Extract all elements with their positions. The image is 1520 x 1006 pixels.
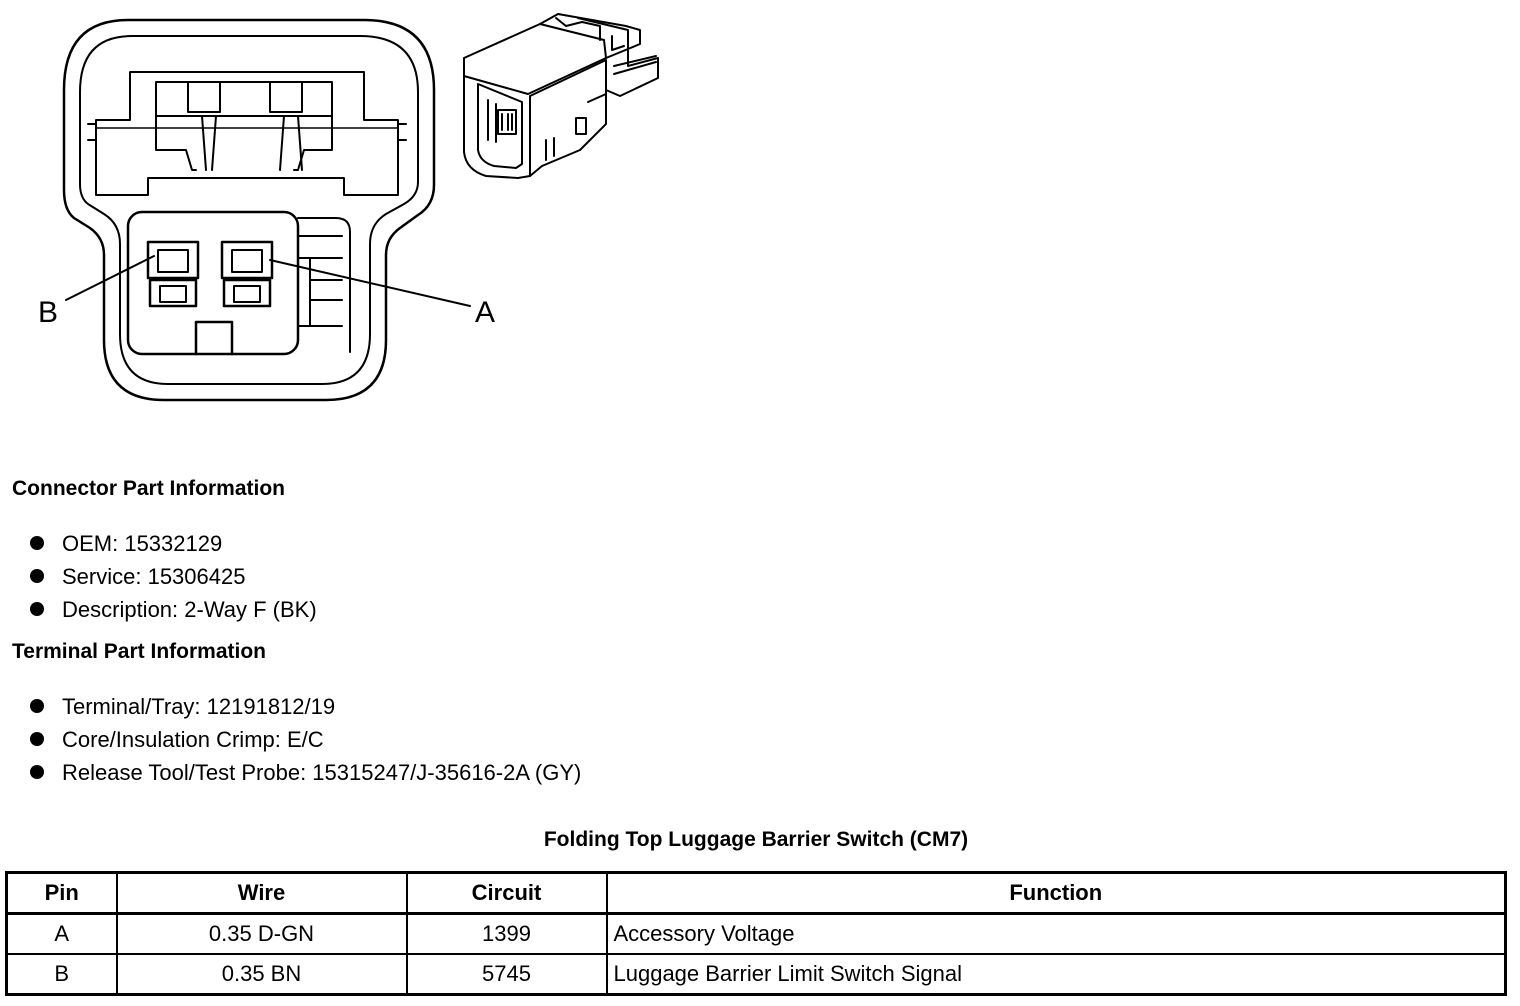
list-item: Release Tool/Test Probe: 15315247/J-3561…	[26, 756, 581, 789]
column-header-function: Function	[605, 871, 1507, 915]
column-header-wire: Wire	[115, 871, 408, 915]
list-item: Service: 15306425	[26, 560, 317, 593]
cell-function: Luggage Barrier Limit Switch Signal	[605, 953, 1507, 996]
leader-line-a	[269, 259, 471, 307]
list-item-text: Service: 15306425	[62, 564, 246, 589]
pin-label-b: B	[38, 296, 58, 329]
list-item-text: OEM: 15332129	[62, 531, 223, 556]
connector-face-diagram: B A	[38, 18, 495, 402]
bullet-icon	[30, 569, 44, 583]
cell-wire: 0.35 D-GN	[115, 912, 408, 955]
connector-isometric-diagram	[463, 13, 659, 179]
table-row: B 0.35 BN 5745 Luggage Barrier Limit Swi…	[5, 953, 1507, 996]
leader-line-b	[65, 255, 155, 301]
pin-table: Pin Wire Circuit Function A 0.35 D-GN 13…	[5, 871, 1507, 996]
terminal-cavity-block	[126, 210, 300, 356]
terminal-info-heading: Terminal Part Information	[12, 640, 266, 663]
terminal-cavity-a	[220, 240, 274, 308]
column-header-pin: Pin	[5, 871, 118, 915]
list-item-text: Core/Insulation Crimp: E/C	[62, 727, 324, 752]
cell-circuit: 1399	[405, 912, 608, 955]
connector-info-list: OEM: 15332129 Service: 15306425 Descript…	[26, 527, 317, 626]
pin-label-a: A	[475, 296, 495, 329]
bullet-icon	[30, 765, 44, 779]
list-item: OEM: 15332129	[26, 527, 317, 560]
bullet-icon	[30, 536, 44, 550]
bullet-icon	[30, 699, 44, 713]
cell-wire: 0.35 BN	[115, 953, 408, 996]
cell-pin: B	[5, 953, 118, 996]
list-item-text: Description: 2-Way F (BK)	[62, 597, 317, 622]
cell-pin: A	[5, 912, 118, 955]
column-header-circuit: Circuit	[405, 871, 608, 915]
housing-outer-outline	[62, 18, 436, 402]
list-item-text: Terminal/Tray: 12191812/19	[62, 694, 336, 719]
table-header-row: Pin Wire Circuit Function	[5, 871, 1507, 915]
table-title: Folding Top Luggage Barrier Switch (CM7)	[543, 828, 969, 851]
list-item: Description: 2-Way F (BK)	[26, 593, 317, 626]
list-item: Terminal/Tray: 12191812/19	[26, 690, 581, 723]
connector-info-heading: Connector Part Information	[12, 477, 286, 500]
latch-outline	[95, 71, 399, 196]
terminal-cavity-b	[146, 240, 200, 308]
housing-inner-outline	[79, 35, 419, 385]
bullet-icon	[30, 602, 44, 616]
bullet-icon	[30, 732, 44, 746]
terminal-info-list: Terminal/Tray: 12191812/19 Core/Insulati…	[26, 690, 581, 789]
list-item: Core/Insulation Crimp: E/C	[26, 723, 581, 756]
cell-function: Accessory Voltage	[605, 912, 1507, 955]
table-row: A 0.35 D-GN 1399 Accessory Voltage	[5, 912, 1507, 955]
cell-circuit: 5745	[405, 953, 608, 996]
list-item-text: Release Tool/Test Probe: 15315247/J-3561…	[62, 760, 582, 785]
